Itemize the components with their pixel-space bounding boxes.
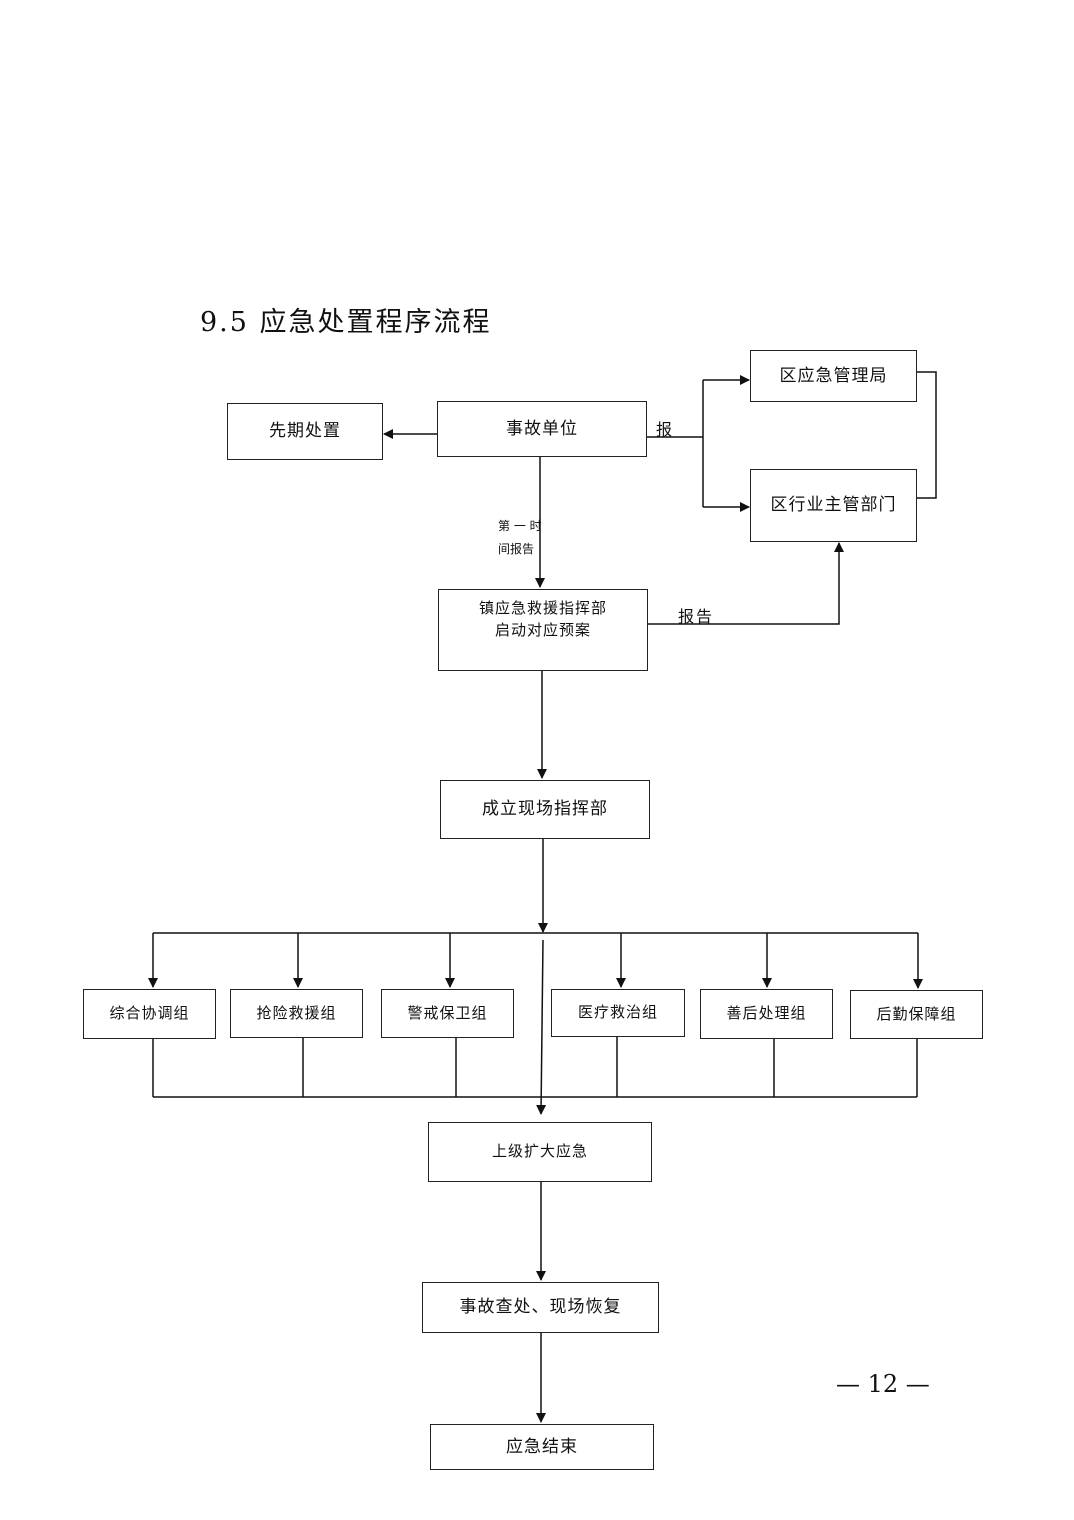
investigation-box: 事故查处、现场恢复 xyxy=(422,1282,659,1333)
report-label-short: 报 xyxy=(656,420,673,439)
district-industry-dept-box: 区行业主管部门 xyxy=(750,469,917,542)
group-box-logistics: 后勤保障组 xyxy=(850,990,983,1039)
field-command-box: 成立现场指挥部 xyxy=(440,780,650,839)
group-box-coordination: 综合协调组 xyxy=(83,989,216,1039)
group-box-rescue: 抢险救援组 xyxy=(230,989,363,1038)
first-time-report-label: 第 一 时 间报告 xyxy=(498,519,542,556)
arrow-to-escalation xyxy=(536,939,547,1115)
group-box-aftermath: 善后处理组 xyxy=(700,989,833,1039)
report-label: 报告 xyxy=(678,607,715,626)
group-box-security: 警戒保卫组 xyxy=(381,989,514,1038)
page-title: 9.5 应急处置程序流程 xyxy=(200,307,492,338)
initial-response-box: 先期处置 xyxy=(227,403,383,460)
end-box: 应急结束 xyxy=(430,1424,654,1470)
accident-unit-box: 事故单位 xyxy=(437,401,647,457)
town-command-box: 镇应急救援指挥部 启动对应预案 xyxy=(438,589,648,671)
arrow-report-to-industry-dept xyxy=(648,542,844,625)
escalation-box: 上级扩大应急 xyxy=(428,1122,652,1182)
district-emergency-bureau-box: 区应急管理局 xyxy=(750,350,917,402)
page-number: — 12 — xyxy=(836,1370,930,1398)
group-box-medical: 医疗救治组 xyxy=(551,989,685,1037)
